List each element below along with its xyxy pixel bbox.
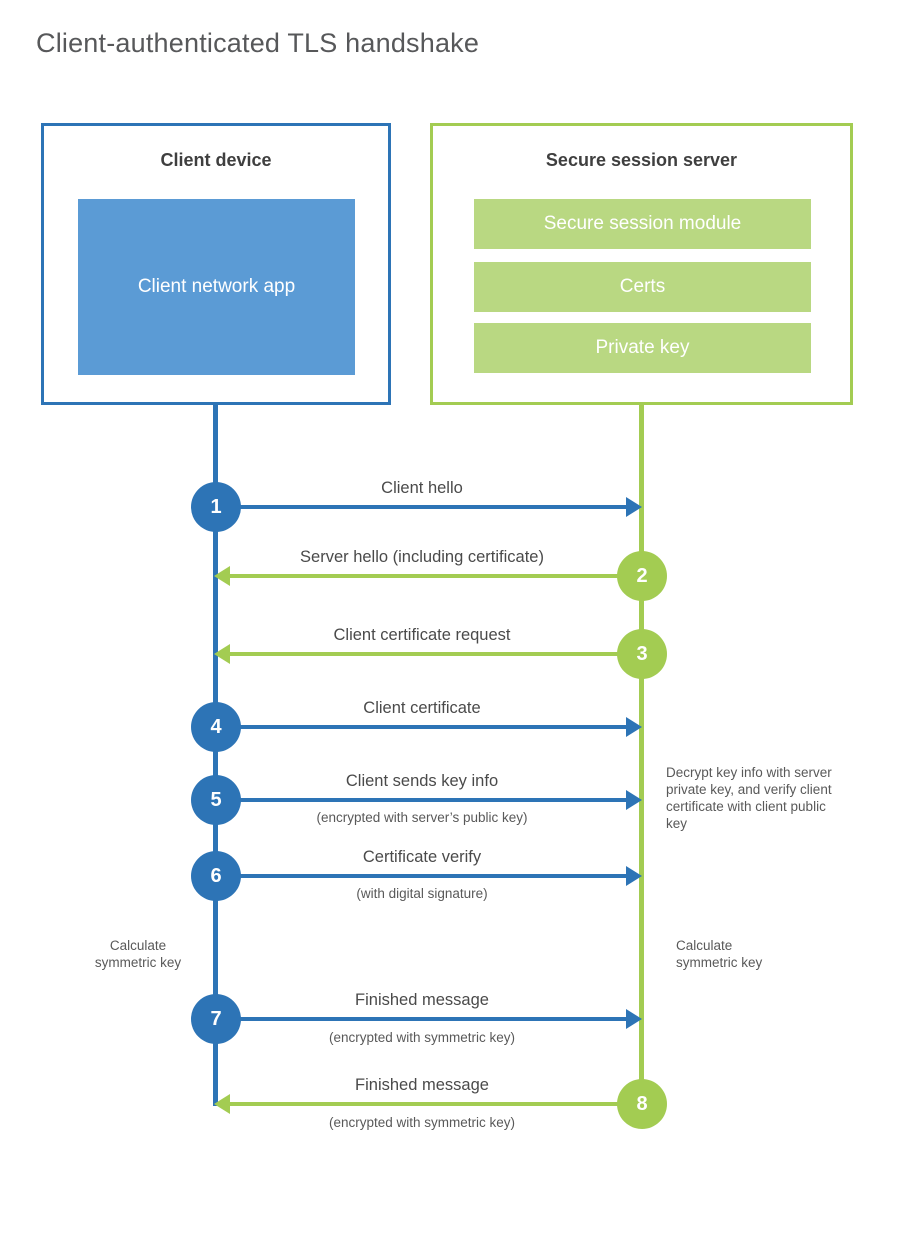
server-module-certs: Certs xyxy=(474,262,811,312)
step-8-label: Finished message xyxy=(355,1076,489,1094)
step-6-arrow xyxy=(216,874,628,878)
step-1-arrow xyxy=(216,505,628,509)
step-8-circle: 8 xyxy=(617,1079,667,1129)
step-8-arrow xyxy=(230,1102,642,1106)
server-module-label: Secure session module xyxy=(543,213,742,234)
step-4-circle: 4 xyxy=(191,702,241,752)
arrowhead-right-icon xyxy=(626,790,642,810)
step-2-arrow xyxy=(230,574,642,578)
arrowhead-left-icon xyxy=(214,1094,230,1114)
arrowhead-right-icon xyxy=(626,1009,642,1029)
step-6-sublabel: (with digital signature) xyxy=(356,886,488,901)
step-4-label: Client certificate xyxy=(363,699,481,717)
server-calculate-note: Calculate symmetric key xyxy=(676,938,763,970)
arrowhead-left-icon xyxy=(214,566,230,586)
step-7-circle: 7 xyxy=(191,994,241,1044)
client-calculate-note: Calculate symmetric key xyxy=(94,938,182,970)
step-7-label: Finished message xyxy=(355,991,489,1009)
arrowhead-right-icon xyxy=(626,866,642,886)
arrowhead-right-icon xyxy=(626,497,642,517)
step-1-label: Client hello xyxy=(381,479,463,497)
step-7-arrow xyxy=(216,1017,628,1021)
server-lifeline xyxy=(639,404,644,1104)
page-title: Client-authenticated TLS handshake xyxy=(36,28,480,58)
step-5-label: Client sends key info xyxy=(345,772,499,790)
client-network-app-box: Client network app xyxy=(78,199,355,375)
client-network-app-label: Client network app xyxy=(137,276,296,297)
step-5-arrow xyxy=(216,798,628,802)
step-4-arrow xyxy=(216,725,628,729)
server-module-label: Certs xyxy=(619,276,666,297)
secure-session-server-title: Secure session server xyxy=(545,150,738,170)
server-decrypt-note: Decrypt key info with server private key… xyxy=(666,765,832,831)
step-7-sublabel: (encrypted with symmetric key) xyxy=(328,1030,516,1045)
step-5-circle: 5 xyxy=(191,775,241,825)
step-6-circle: 6 xyxy=(191,851,241,901)
client-lifeline xyxy=(213,404,218,1106)
arrowhead-left-icon xyxy=(214,644,230,664)
server-module-private-key: Private key xyxy=(474,323,811,373)
server-module-label: Private key xyxy=(595,337,690,358)
step-6-label: Certificate verify xyxy=(362,848,482,866)
server-module-secure-session: Secure session module xyxy=(474,199,811,249)
step-3-label: Client certificate request xyxy=(333,626,511,644)
step-2-label: Server hello (including certificate) xyxy=(300,548,544,566)
step-5-sublabel: (encrypted with server’s public key) xyxy=(316,810,528,825)
arrowhead-right-icon xyxy=(626,717,642,737)
step-1-circle: 1 xyxy=(191,482,241,532)
step-3-arrow xyxy=(230,652,642,656)
step-8-sublabel: (encrypted with symmetric key) xyxy=(328,1115,516,1130)
client-device-title: Client device xyxy=(160,150,272,170)
step-3-circle: 3 xyxy=(617,629,667,679)
step-2-circle: 2 xyxy=(617,551,667,601)
